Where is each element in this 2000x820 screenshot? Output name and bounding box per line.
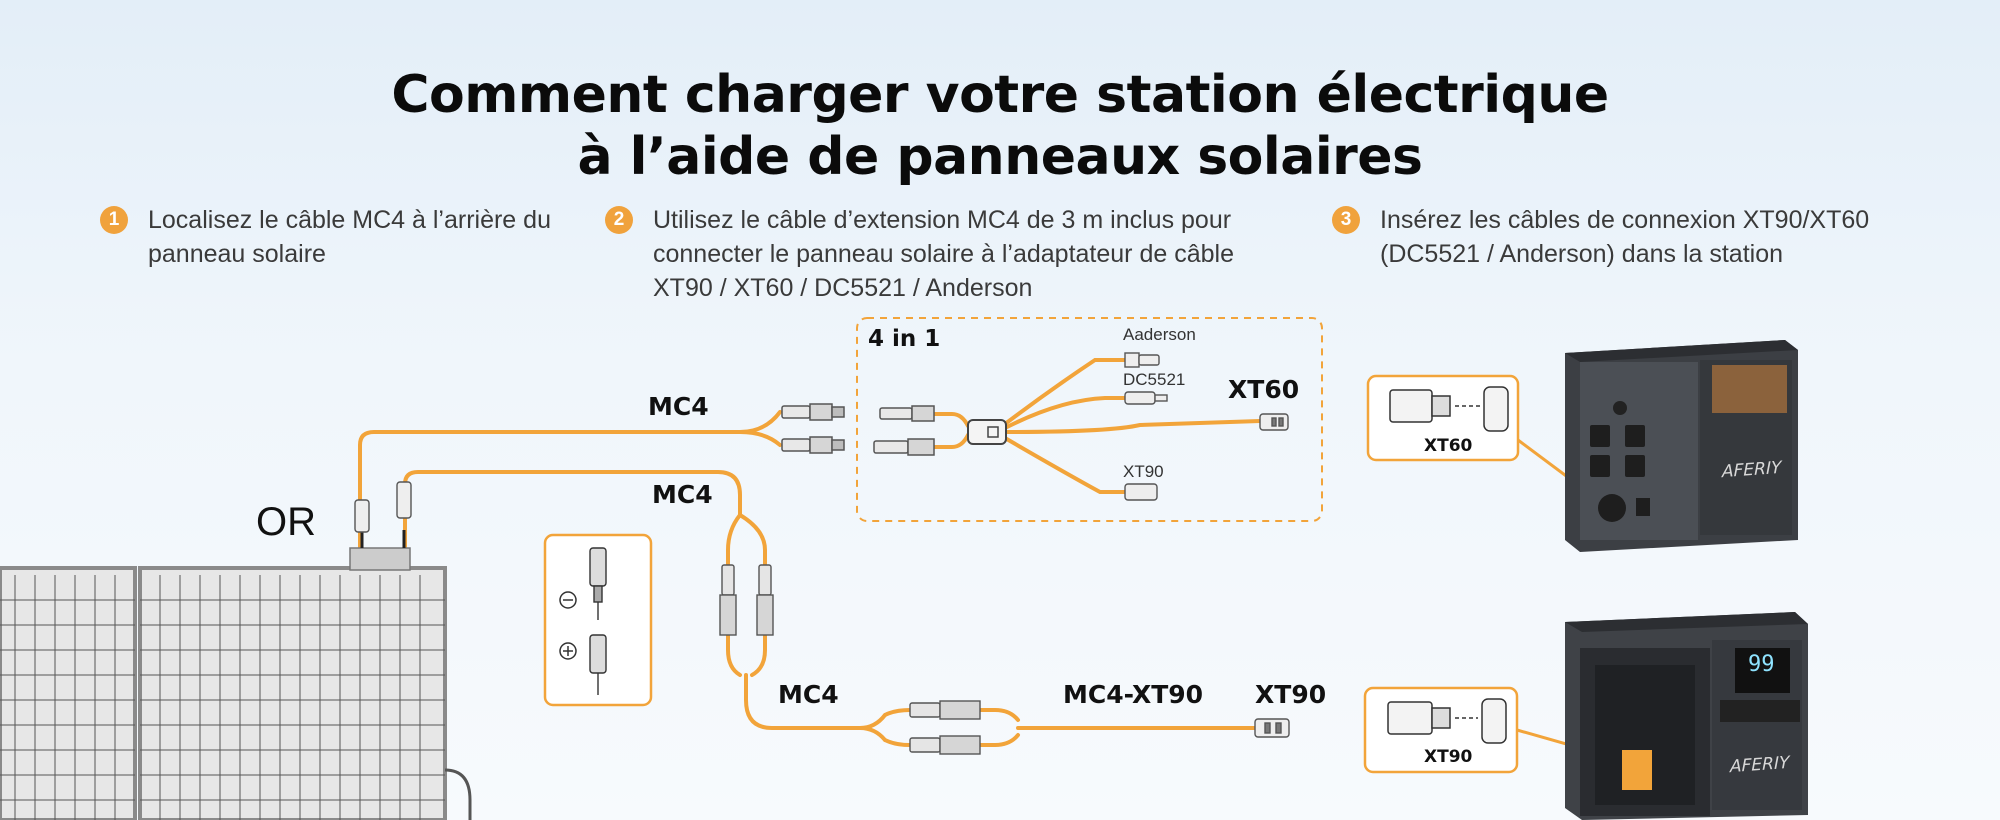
xt60-big-label: XT60 [1228, 375, 1300, 404]
step-2: 2 Utilisez le câble d’extension MC4 de 3… [605, 203, 1295, 305]
dc5521-label: DC5521 [1123, 370, 1186, 389]
step-1-badge: 1 [100, 206, 128, 234]
page-title: Comment charger votre station électrique… [0, 64, 2000, 188]
solar-panel-left [0, 566, 137, 820]
step-3-badge: 3 [1332, 206, 1360, 234]
mc4-vertical-pair [719, 564, 774, 636]
four-in-one-box [856, 317, 1323, 522]
mc4-connector-upper-bot [781, 436, 845, 454]
xt90-bottom-plug [1254, 718, 1290, 738]
cable-4in1-dc5521 [1003, 396, 1127, 430]
aaderson-plug [1124, 352, 1160, 368]
cable-lower-mc4 [403, 470, 742, 562]
brand-logo-bottom: AFERIY [1730, 752, 1790, 778]
cable-upper-mc4 [358, 410, 782, 562]
or-label: OR [256, 500, 316, 544]
four-in-one-inputs [873, 405, 935, 456]
step-2-badge: 2 [605, 206, 633, 234]
solar-panel-right [138, 481, 472, 820]
step-1: 1 Localisez le câble MC4 à l’arrière du … [100, 203, 570, 271]
mc4-mid-label: MC4 [652, 480, 713, 509]
xt60-callout-label: XT60 [1424, 436, 1473, 456]
cable-4in1-aaderson [1003, 358, 1127, 426]
cable-4in1-xt90 [1003, 436, 1127, 494]
mc4-top-label: MC4 [648, 392, 709, 421]
mc4-bottom-label: MC4 [778, 680, 839, 709]
mc4-xt90-label: MC4-XT90 [1063, 680, 1204, 709]
four-in-one-hub [967, 419, 1007, 445]
plus-icon [559, 642, 577, 660]
xt90-small-label: XT90 [1123, 462, 1164, 481]
brand-logo-top: AFERIY [1722, 457, 1782, 483]
aaderson-label: Aaderson [1123, 325, 1196, 344]
cable-bottom-b [858, 726, 887, 742]
step-3-text: Insérez les câbles de connexion XT90/XT6… [1380, 206, 1870, 268]
xt90-callout-label: XT90 [1424, 747, 1473, 767]
step-2-text: Utilisez le câble d’extension MC4 de 3 m… [653, 206, 1234, 302]
cable-4in1-in-top [933, 412, 970, 428]
mc4-bottom-pair [909, 700, 981, 755]
mc4-connector-upper-top [781, 403, 845, 421]
minus-icon [559, 591, 577, 609]
display-value: 99 [1748, 652, 1775, 677]
cable-down-to-bottom [744, 673, 887, 730]
title-line-1: Comment charger votre station électrique [391, 65, 1609, 125]
step-1-text: Localisez le câble MC4 à l’arrière du pa… [148, 206, 551, 268]
title-line-2: à l’aide de panneaux solaires [577, 127, 1423, 187]
xt90-small-plug [1124, 483, 1158, 501]
cable-4in1-in-bot [933, 433, 970, 449]
xt60-plug [1259, 413, 1289, 431]
four-in-one-label: 4 in 1 [868, 326, 941, 352]
cable-4in1-xt60 [1003, 419, 1262, 434]
cable-upper-mc4-b [738, 430, 782, 447]
power-station-top [1565, 340, 1798, 552]
power-station-bottom [1565, 612, 1808, 820]
dc5521-plug [1124, 391, 1168, 405]
xt90-right-label: XT90 [1255, 680, 1327, 709]
step-3: 3 Insérez les câbles de connexion XT90/X… [1332, 203, 1932, 271]
